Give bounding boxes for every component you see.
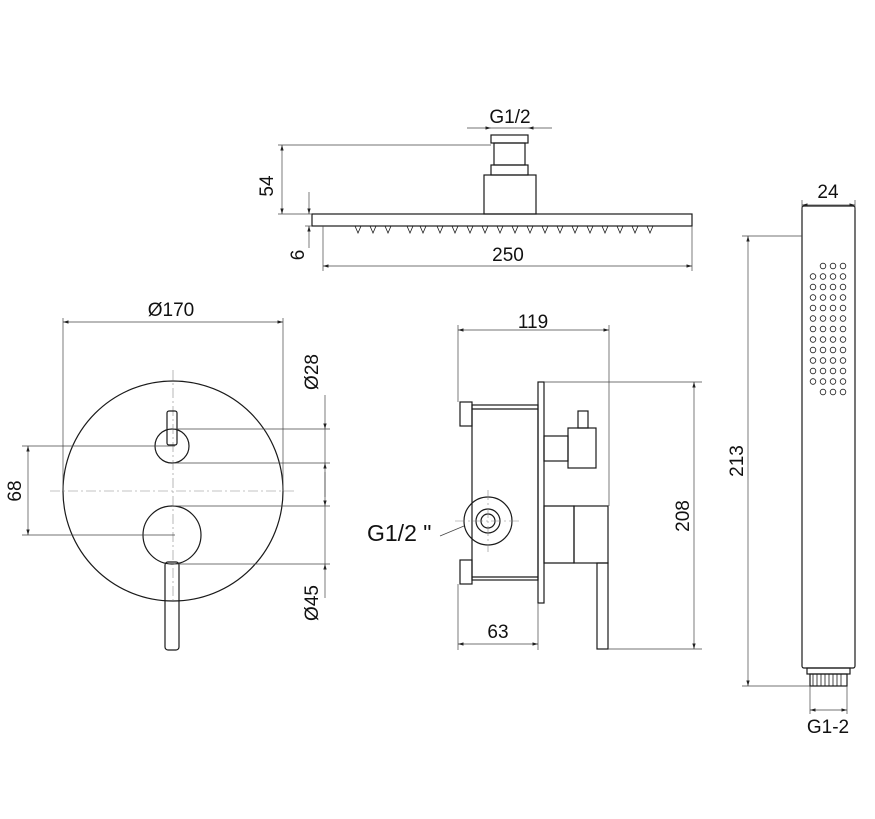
spray-nozzle-dot	[839, 325, 847, 333]
upper-lever	[166, 410, 178, 446]
hand-thread-label: G1-2	[807, 717, 849, 738]
shower-head-view: G1/2 54 6 250	[257, 107, 693, 271]
upper-handle-dia-label: Ø28	[302, 354, 323, 390]
handle-spacing-label: 68	[5, 480, 26, 501]
spray-nozzle-dot	[829, 378, 837, 385]
spray-nozzle-dot	[819, 388, 827, 396]
spray-nozzle-dot	[819, 283, 827, 291]
spray-nozzle-dot	[829, 367, 837, 375]
spray-nozzle-dot	[839, 388, 847, 396]
spray-nozzle-dot	[819, 346, 827, 354]
spray-nozzle-dot	[819, 315, 827, 322]
spray-nozzle-dot	[819, 378, 827, 385]
spray-nozzle-dot	[809, 283, 817, 291]
spray-nozzle-dot	[839, 283, 847, 291]
spray-nozzle-dot	[809, 325, 817, 333]
mixer-side-view: G1/2 " 119 208 63	[367, 312, 702, 650]
bracket-top-left	[459, 401, 473, 427]
spray-nozzle-dot	[829, 283, 837, 291]
head-stem	[483, 174, 537, 215]
spray-nozzle-dot	[809, 357, 817, 364]
spray-nozzle-dot	[839, 357, 847, 364]
head-nut-body	[493, 142, 526, 166]
head-width-label: 250	[492, 245, 524, 266]
head-plate	[311, 213, 693, 227]
spray-nozzle-dot	[829, 357, 837, 364]
hand-connector-thread	[809, 673, 848, 687]
plate-diameter-label: Ø170	[148, 300, 194, 321]
head-thread-nut	[490, 134, 529, 144]
head-height-label: 54	[257, 175, 278, 197]
spray-nozzle-dot	[829, 273, 837, 280]
spray-nozzle-dot	[809, 336, 817, 343]
spray-nozzle-dot	[839, 304, 847, 312]
spray-nozzle-dot	[839, 294, 847, 301]
spray-nozzle-dot	[809, 346, 817, 354]
spray-nozzle-dot	[819, 367, 827, 375]
spray-nozzle-dot	[829, 294, 837, 301]
upper-handle-knob	[567, 427, 597, 469]
hand-connector-top	[806, 667, 851, 675]
lower-handle-sleeve	[543, 505, 575, 564]
upper-handle-lever	[577, 410, 589, 429]
spray-nozzle-dot	[819, 304, 827, 312]
spray-nozzle-dot	[829, 262, 837, 270]
spray-nozzle-dot	[809, 315, 817, 322]
hand-shower-body	[801, 205, 856, 669]
wall-plate	[537, 381, 545, 604]
spray-nozzle-dot	[819, 262, 827, 270]
head-nut-collar	[490, 164, 529, 176]
head-plate-label: 6	[288, 250, 309, 261]
spray-nozzle-dot	[829, 346, 837, 354]
spray-nozzle-dot	[819, 357, 827, 364]
spray-nozzle-dot	[819, 294, 827, 301]
spray-nozzle-dot	[809, 367, 817, 375]
spray-nozzle-dot	[839, 315, 847, 322]
spray-nozzle-dot	[829, 336, 837, 343]
spray-nozzle-dot	[839, 367, 847, 375]
lower-handle-dia-label: Ø45	[302, 585, 323, 621]
body-depth-label: 119	[518, 312, 548, 333]
valve-body	[471, 404, 539, 581]
head-nozzles	[354, 225, 654, 235]
spray-nozzle-dot	[839, 262, 847, 270]
spray-nozzle-dot	[819, 325, 827, 333]
mixer-front-view: Ø170 68 Ø28 Ø45	[5, 300, 330, 651]
lower-lever	[164, 561, 180, 651]
hand-shower-view: 24 213 G1-2	[727, 182, 856, 738]
head-thread-label: G1/2	[489, 107, 530, 128]
spray-nozzle-dot	[809, 294, 817, 301]
spray-nozzle-dot	[839, 273, 847, 280]
lower-handle-lever	[596, 562, 609, 650]
spray-nozzle-dot	[819, 273, 827, 280]
spray-nozzle-dot	[839, 346, 847, 354]
hand-spray-nozzles	[809, 262, 847, 396]
hand-width-label: 24	[817, 182, 839, 203]
spray-nozzle-dot	[829, 325, 837, 333]
spray-nozzle-dot	[839, 336, 847, 343]
upper-handle-sleeve	[543, 435, 569, 462]
spray-nozzle-dot	[809, 304, 817, 312]
spray-nozzle-dot	[829, 304, 837, 312]
spray-nozzle-dot	[809, 378, 817, 385]
inlet-thread-label: G1/2 "	[367, 520, 431, 546]
body-inset-label: 63	[487, 622, 508, 643]
bracket-bottom-left	[459, 559, 473, 585]
body-height-label: 208	[673, 500, 694, 532]
spray-nozzle-dot	[819, 336, 827, 343]
spray-nozzle-dot	[809, 273, 817, 280]
spray-nozzle-dot	[829, 315, 837, 322]
lower-handle-knob	[573, 505, 609, 564]
spray-nozzle-dot	[829, 388, 837, 396]
hand-length-label: 213	[727, 445, 748, 477]
spray-nozzle-dot	[839, 378, 847, 385]
